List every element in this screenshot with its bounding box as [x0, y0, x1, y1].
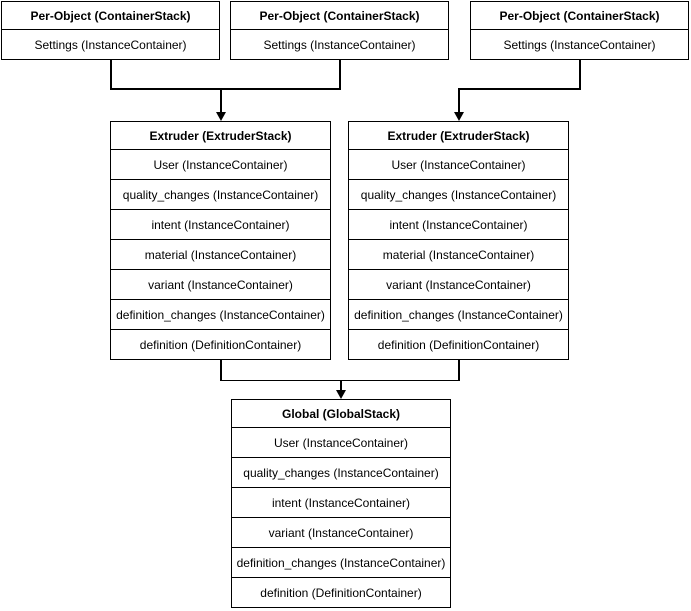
container-row: variant (InstanceContainer) — [349, 269, 568, 299]
stack-title: Per-Object (ContainerStack) — [499, 8, 660, 23]
container-row: quality_changes (InstanceContainer) — [232, 457, 450, 487]
edge-to-extruder-1-stem — [220, 88, 222, 113]
container-row: Settings (InstanceContainer) — [231, 29, 448, 59]
container-row: quality_changes (InstanceContainer) — [111, 179, 330, 209]
container-row: User (InstanceContainer) — [111, 149, 330, 179]
container-row: definition (DefinitionContainer) — [111, 329, 330, 359]
per-object-stack-1: Per-Object (ContainerStack) Settings (In… — [1, 1, 220, 60]
edge-extruder-1-down — [220, 360, 222, 381]
per-object-stack-2: Per-Object (ContainerStack) Settings (In… — [230, 1, 449, 60]
edge-to-global-stem — [340, 379, 342, 392]
stack-title: Extruder (ExtruderStack) — [149, 128, 292, 143]
container-row: intent (InstanceContainer) — [232, 487, 450, 517]
container-row: definition (DefinitionContainer) — [349, 329, 568, 359]
edge-right-horizontal — [458, 88, 581, 90]
edge-per-object-2-down — [339, 60, 341, 89]
edge-merge-left-horizontal — [110, 88, 341, 90]
arrowhead-down-icon — [215, 112, 226, 121]
container-row: quality_changes (InstanceContainer) — [349, 179, 568, 209]
container-row: definition (DefinitionContainer) — [232, 577, 450, 607]
edge-extruder-2-down — [458, 360, 460, 381]
container-row: User (InstanceContainer) — [349, 149, 568, 179]
container-row: variant (InstanceContainer) — [111, 269, 330, 299]
stack-title: Global (GlobalStack) — [281, 406, 401, 421]
edge-merge-bottom-horizontal — [220, 379, 460, 381]
extruder-stack-2: Extruder (ExtruderStack) User (InstanceC… — [348, 121, 569, 360]
edge-per-object-1-down — [110, 60, 112, 89]
container-row: Settings (InstanceContainer) — [471, 29, 688, 59]
stack-title: Per-Object (ContainerStack) — [30, 8, 191, 23]
edge-to-extruder-2-stem — [458, 88, 460, 113]
container-row: material (InstanceContainer) — [349, 239, 568, 269]
arrowhead-down-icon — [335, 390, 346, 399]
container-row: definition_changes (InstanceContainer) — [111, 299, 330, 329]
extruder-stack-1: Extruder (ExtruderStack) User (InstanceC… — [110, 121, 331, 360]
container-row: definition_changes (InstanceContainer) — [349, 299, 568, 329]
container-row: variant (InstanceContainer) — [232, 517, 450, 547]
container-row: definition_changes (InstanceContainer) — [232, 547, 450, 577]
container-row: User (InstanceContainer) — [232, 427, 450, 457]
stack-title: Extruder (ExtruderStack) — [387, 128, 530, 143]
global-stack: Global (GlobalStack) User (InstanceConta… — [231, 399, 451, 608]
arrowhead-down-icon — [453, 112, 464, 121]
container-row: material (InstanceContainer) — [111, 239, 330, 269]
stack-title: Per-Object (ContainerStack) — [259, 8, 420, 23]
container-row: Settings (InstanceContainer) — [2, 29, 219, 59]
container-row: intent (InstanceContainer) — [111, 209, 330, 239]
edge-per-object-3-down — [579, 60, 581, 89]
container-row: intent (InstanceContainer) — [349, 209, 568, 239]
per-object-stack-3: Per-Object (ContainerStack) Settings (In… — [470, 1, 689, 60]
